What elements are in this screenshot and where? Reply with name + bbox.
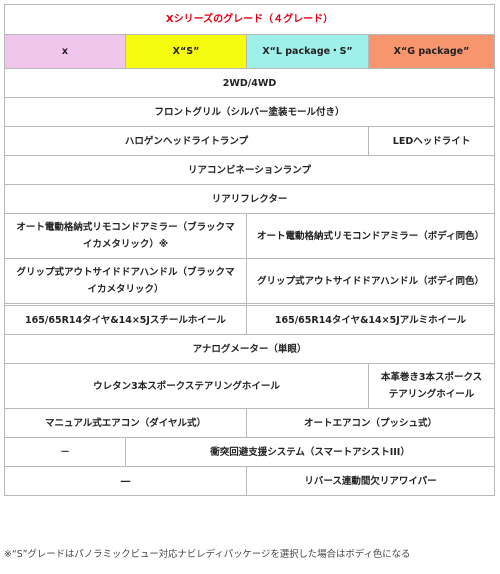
door-handle-body-color-cell: グリップ式アウトサイドドアハンドル（ボディ同色） [245,258,496,304]
steel-wheel-cell: 165/65R14タイヤ&14×5Jスチールホイール [4,305,247,335]
table-row: オート電動格納式リモコンドアミラー（ブラックマイカメタリック）※ オート電動格納… [4,213,496,259]
smart-assist-none-cell: － [4,437,126,467]
halogen-headlight-cell: ハロゲンヘッドライトランプ [4,126,369,156]
table-row: － 衝突回避支援システム（スマートアシストIII） [4,437,496,467]
table-row: ハロゲンヘッドライトランプ LEDヘッドライト [4,126,496,156]
mirror-black-cell: オート電動格納式リモコンドアミラー（ブラックマイカメタリック）※ [4,213,247,259]
alloy-wheel-cell: 165/65R14タイヤ&14×5Jアルミホイール [245,305,496,335]
table-title: Xシリーズのグレード（４グレード） [3,4,496,35]
rear-combination-lamp-cell: リアコンビネーションランプ [3,155,496,185]
table-row: ― リバース連動間欠リアワイパー [4,466,496,496]
led-headlight-cell: LEDヘッドライト [367,126,496,156]
grade-s-header: X“S” [125,34,247,69]
mirror-body-color-cell: オート電動格納式リモコンドアミラー（ボディ同色） [245,213,496,259]
leather-steering-wheel-cell: 本革巻き3本スポークステアリングホイール [367,363,496,409]
table-row: リアコンビネーションランプ [3,155,496,185]
urethane-steering-wheel-cell: ウレタン3本スポークステアリングホイール [4,363,369,409]
drive-cell: 2WD/4WD [3,68,496,98]
grade-header-row: x X“S” X“L package・S” X“G package” [4,34,496,69]
front-grille-cell: フロントグリル（シルバー塗装モール付き） [3,97,496,127]
table-row: 165/65R14タイヤ&14×5Jスチールホイール 165/65R14タイヤ&… [4,305,496,335]
grade-l-package-header: X“L package・S” [246,34,369,69]
table-row: 2WD/4WD [3,68,496,98]
grade-g-package-header: X“G package” [367,34,496,69]
table-row: アナログメーター（単眼） [3,334,496,364]
smart-assist-cell: 衝突回避支援システム（スマートアシストIII） [124,437,496,467]
footnote: ※“S”グレードはパノラミックビュー対応ナビレディパッケージを選択した場合はボデ… [4,549,411,560]
rear-reflector-cell: リアリフレクター [3,184,496,214]
manual-ac-cell: マニュアル式エアコン（ダイヤル式） [4,408,247,438]
grade-comparison-table: Xシリーズのグレード（４グレード） x X“S” X“L package・S” … [3,4,496,496]
table-row: ウレタン3本スポークステアリングホイール 本革巻き3本スポークステアリングホイー… [4,363,496,409]
rear-wiper-cell: リバース連動間欠リアワイパー [245,466,496,496]
auto-ac-cell: オートエアコン（プッシュ式） [245,408,496,438]
table-row: フロントグリル（シルバー塗装モール付き） [3,97,496,127]
grade-x-header: x [4,34,126,69]
table-row: グリップ式アウトサイドドアハンドル（ブラックマイカメタリック） グリップ式アウト… [4,258,496,304]
table-row: リアリフレクター [3,184,496,214]
rear-wiper-none-cell: ― [4,466,247,496]
analog-meter-cell: アナログメーター（単眼） [3,334,496,364]
door-handle-black-cell: グリップ式アウトサイドドアハンドル（ブラックマイカメタリック） [4,258,247,304]
table-row: マニュアル式エアコン（ダイヤル式） オートエアコン（プッシュ式） [4,408,496,438]
